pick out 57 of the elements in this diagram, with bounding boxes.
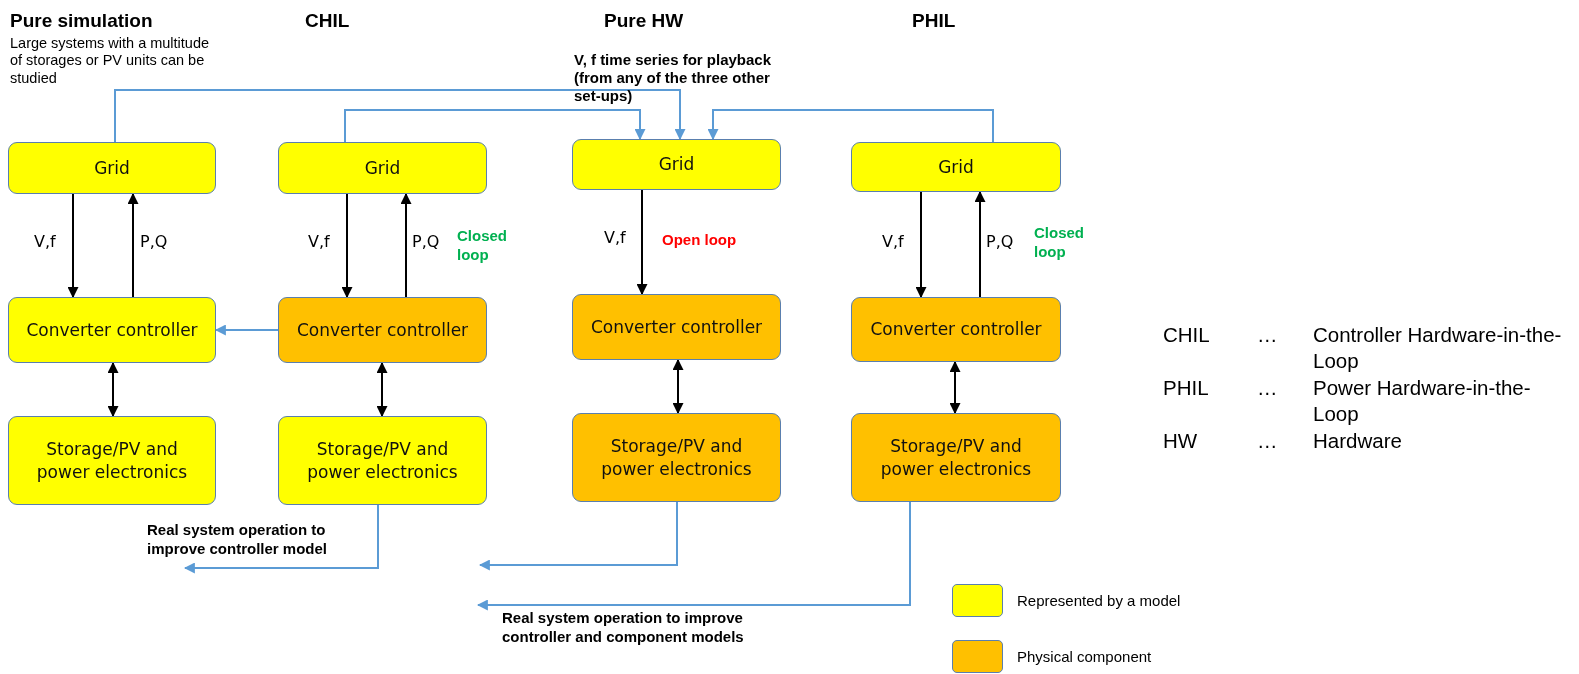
arrow [344,109,646,143]
legend-label: Physical component [1017,648,1152,665]
edge-label: V,f [604,228,626,247]
feedback-arrow [478,501,678,571]
edge-label: V,f [34,232,56,251]
abbreviation-text: Controller Hardware-in-the-Loop [1313,322,1563,375]
abbreviation-text: Power Hardware-in-the-Loop [1313,375,1532,428]
feedback-arrow [476,501,911,611]
model-box: Converter controller [8,297,216,363]
edge-label: P,Q [986,232,1014,251]
double-arrow [949,360,961,415]
arrow [400,192,412,298]
loop-label: Open loop [662,231,738,250]
edge-label: P,Q [412,232,440,251]
abbreviation-text: Hardware [1313,428,1403,454]
model-box: Grid [278,142,487,194]
arrow [341,193,353,299]
column-heading: Pure HW [604,10,684,33]
physical-component-box: Converter controller [851,297,1061,362]
arrow [67,193,79,299]
arrow [214,324,279,336]
double-arrow [376,361,388,418]
annotation-text: V, f time series for playback (from any of the three other set-ups) [574,51,773,105]
description-text: Large systems with a multitude of storages or PV units can be studied [10,35,211,88]
arrow [127,192,139,298]
physical-component-box: Converter controller [572,294,781,360]
model-box: Storage/PV and power electronics [278,416,487,505]
loop-label: Closed loop [1034,224,1085,262]
feedback-arrow [183,504,379,574]
abbreviation-text: HW [1163,428,1198,454]
physical-component-box: Storage/PV and power electronics [572,413,781,502]
double-arrow [672,358,684,415]
arrow [915,191,927,299]
model-box: Grid [851,142,1061,192]
model-box: Grid [8,142,216,194]
physical-component-box: Storage/PV and power electronics [851,413,1061,502]
abbreviation-text: CHIL [1163,322,1210,348]
edge-label: V,f [308,232,330,251]
column-heading: Pure simulation [10,10,153,33]
loop-label: Closed loop [457,227,508,265]
arrow [974,190,986,298]
legend-label: Represented by a model [1017,592,1181,609]
edge-label: P,Q [140,232,168,251]
abbreviation-text: … [1257,428,1278,454]
abbreviation-text: … [1257,322,1278,348]
physical-component-box: Converter controller [278,297,487,363]
arrow [707,109,994,143]
column-heading: CHIL [305,10,350,33]
model-box: Grid [572,139,781,190]
edge-label: V,f [882,232,904,251]
double-arrow [107,361,119,418]
arrow [114,89,686,143]
arrow [636,189,648,296]
column-heading: PHIL [912,10,956,33]
abbreviation-text: … [1257,375,1278,401]
abbreviation-text: PHIL [1163,375,1209,401]
model-box: Storage/PV and power electronics [8,416,216,505]
